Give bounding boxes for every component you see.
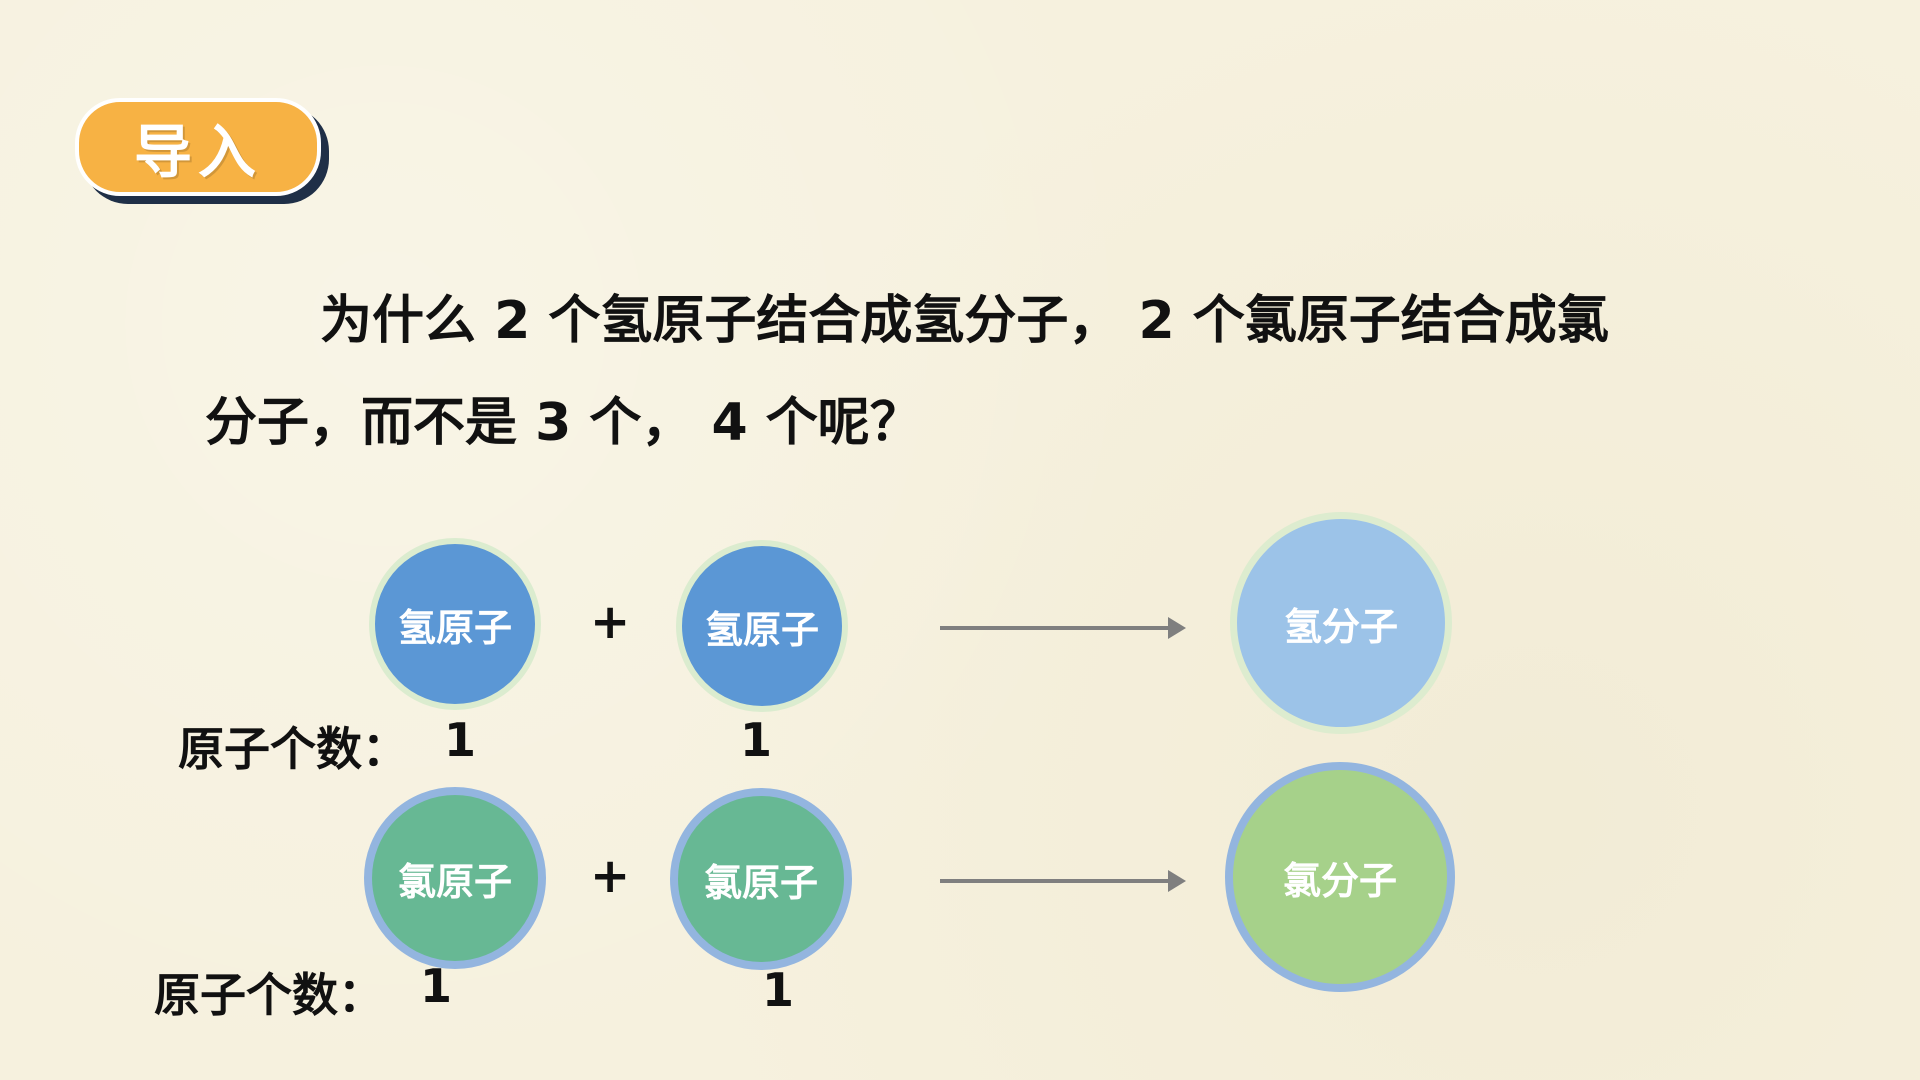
plus-sign-row-2: + bbox=[590, 848, 631, 904]
atom-count-value-2-row-1: 1 bbox=[740, 713, 773, 767]
atom-count-label-row-1: 原子个数： bbox=[178, 722, 408, 776]
reaction-arrow-row-1 bbox=[940, 617, 1186, 639]
atom-count-value-2-row-2: 1 bbox=[762, 963, 795, 1017]
chlorine-atom-circle-2: 氯原子 bbox=[670, 788, 852, 970]
hydrogen-atom-circle-1: 氢原子 bbox=[369, 538, 541, 710]
atom-count-value-1-row-1: 1 bbox=[444, 713, 477, 767]
chlorine-molecule-circle: 氯分子 bbox=[1225, 762, 1455, 992]
chlorine-atom-circle-1: 氯原子 bbox=[364, 787, 546, 969]
atom-count-value-1-row-2: 1 bbox=[420, 959, 453, 1013]
question-text: 为什么 2 个氢原子结合成氢分子， 2 个氯原子结合成氯 分子，而不是 3 个，… bbox=[205, 270, 1705, 474]
hydrogen-atom-circle-2: 氢原子 bbox=[676, 540, 848, 712]
question-line-2: 分子，而不是 3 个， 4 个呢？ bbox=[205, 393, 922, 453]
atom-count-label-row-2: 原子个数： bbox=[154, 968, 384, 1022]
hydrogen-molecule-circle: 氢分子 bbox=[1230, 512, 1452, 734]
section-badge: 导入 bbox=[75, 98, 321, 196]
plus-sign-row-1: + bbox=[590, 594, 631, 650]
reaction-arrow-row-2 bbox=[940, 870, 1186, 892]
question-line-1: 为什么 2 个氢原子结合成氢分子， 2 个氯原子结合成氯 bbox=[320, 291, 1609, 351]
